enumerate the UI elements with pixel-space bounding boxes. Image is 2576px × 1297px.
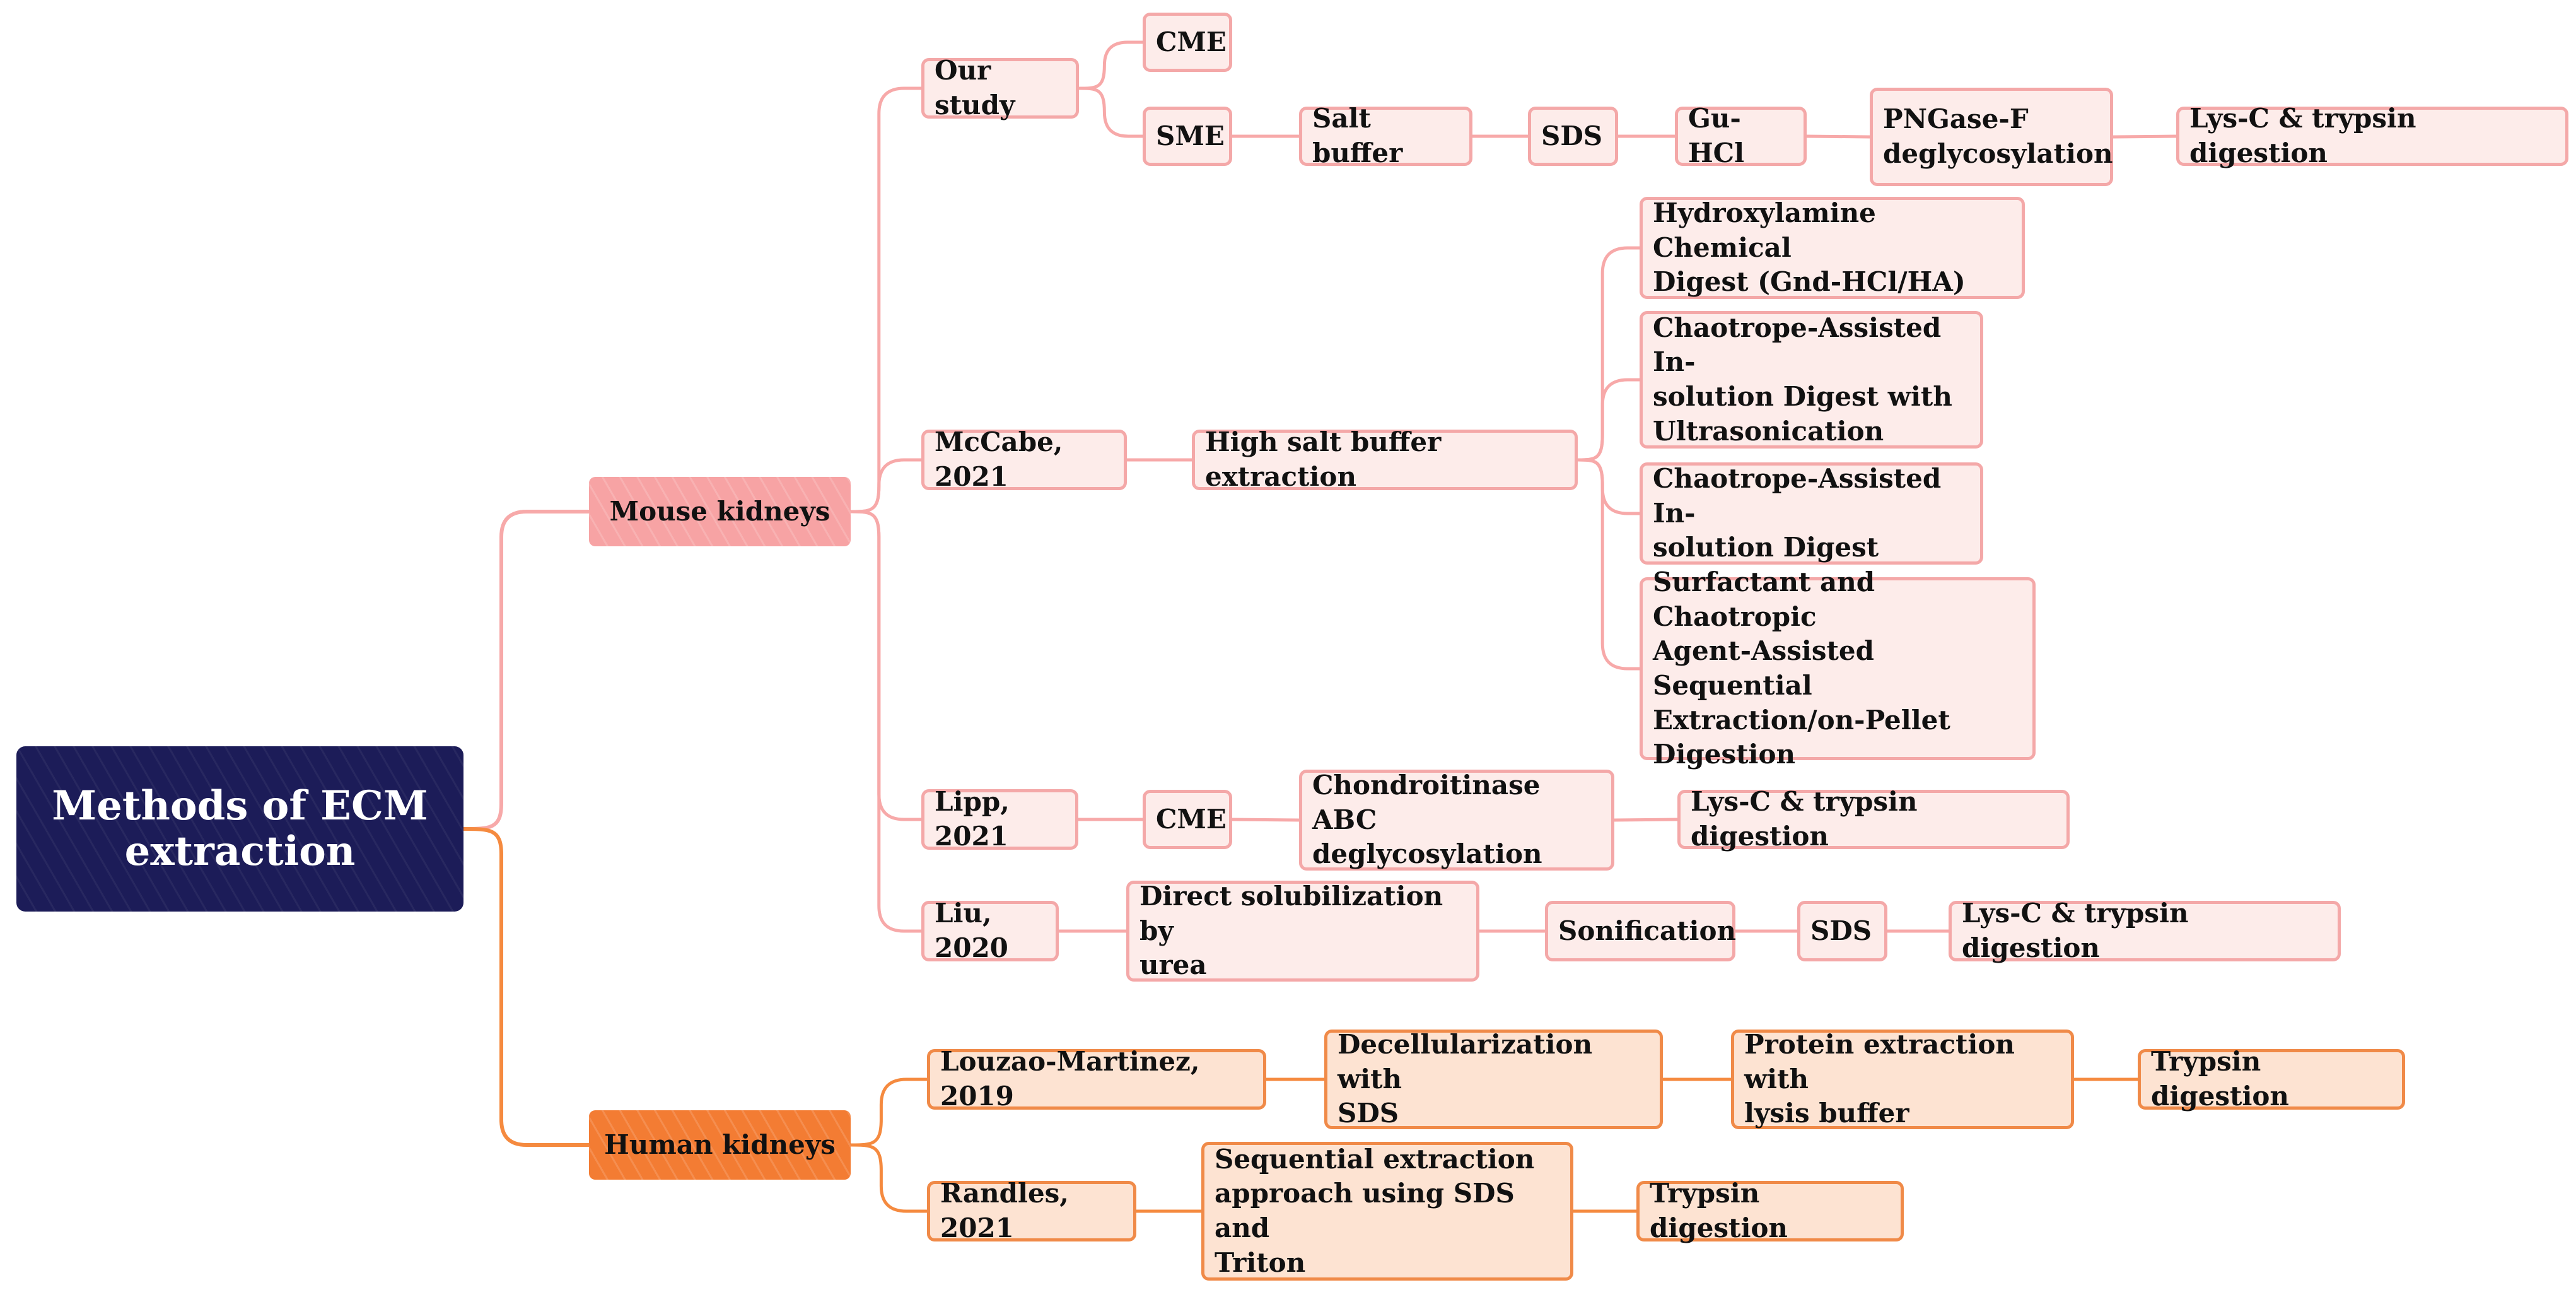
our-study-digestion-node: Lys-C & trypsin digestion [2176,103,2568,168]
protein-extraction-node: Protein extraction with lysis buffer [1731,1029,2074,1129]
mccabe-node: McCabe, 2021 [921,426,1127,492]
connector-our-study-node-to-our-study-cme-node [1077,40,1145,90]
root-node: Methods of ECM extraction [16,746,463,912]
randles-trypsin-node: Trypsin digestion [1636,1178,1904,1243]
our-study-salt-buffer-node: Salt buffer [1299,103,1472,168]
connector-high-salt-buffer-node-to-hydroxylamine-node [1576,246,1641,462]
connector-high-salt-buffer-node-to-chaotrope-ultrasonication-node [1576,378,1641,462]
our-study-sme-node: SME [1143,107,1232,166]
connector-high-salt-buffer-node-to-surfactant-chaotropic-node [1576,458,1641,671]
connector-mouse-kidneys-node-to-liu-node [849,510,923,933]
chaotrope-ultrasonication-node: Chaotrope-Assisted In- solution Digest w… [1640,311,1983,449]
connector-root-node-to-human-kidneys-node [462,827,591,1147]
our-study-sds-node: SDS [1528,107,1618,166]
mouse-kidneys-node: Mouse kidneys [589,477,851,546]
decellularization-node: Decellularization with SDS [1324,1029,1663,1129]
our-study-cme-node: CME [1143,13,1232,72]
sequential-extraction-node: Sequential extraction approach using SDS… [1201,1142,1573,1281]
connector-mouse-kidneys-node-to-our-study-node [849,86,923,514]
surfactant-chaotropic-node: Surfactant and Chaotropic Agent-Assisted… [1640,566,2036,770]
liu-node: Liu, 2020 [921,898,1059,963]
human-kidneys-node: Human kidneys [589,1110,851,1180]
connector-high-salt-buffer-node-to-chaotrope-in-solution-node [1576,458,1641,515]
lipp-node: Lipp, 2021 [921,786,1078,852]
louzao-martinez-node: Louzao-Martinez, 2019 [927,1046,1266,1112]
chondroitinase-node: Chondroitinase ABC deglycosylation [1299,770,1614,871]
connector-mouse-kidneys-node-to-lipp-node [849,510,923,821]
lipp-cme-node: CME [1143,790,1232,849]
sonification-node: Sonification [1545,901,1736,961]
connector-our-study-guhcl-node-to-pngase-f-node [1805,134,1872,139]
connector-mouse-kidneys-node-to-mccabe-node [849,458,923,514]
connector-human-kidneys-node-to-louzao-martinez-node [849,1077,929,1147]
connector-pngase-f-node-to-our-study-digestion-node [2111,134,2178,139]
louzao-trypsin-node: Trypsin digestion [2138,1046,2405,1112]
connector-lipp-cme-node-to-chondroitinase-node [1230,818,1301,822]
connector-root-node-to-mouse-kidneys-node [462,510,591,831]
connector-our-study-node-to-our-study-sme-node [1077,86,1145,138]
liu-digestion-node: Lys-C & trypsin digestion [1949,898,2341,963]
connector-chondroitinase-node-to-lipp-digestion-node [1612,818,1679,822]
hydroxylamine-node: Hydroxylamine Chemical Digest (Gnd-HCl/H… [1640,197,2025,299]
randles-node: Randles, 2021 [927,1178,1136,1243]
lipp-digestion-node: Lys-C & trypsin digestion [1677,786,2070,852]
our-study-guhcl-node: Gu-HCl [1675,103,1807,168]
urea-solubilization-node: Direct solubilization by urea [1126,881,1479,982]
high-salt-buffer-node: High salt buffer extraction [1192,426,1578,492]
pngase-f-node: PNGase-F deglycosylation [1870,88,2113,186]
our-study-node: Our study [921,55,1079,120]
liu-sds-node: SDS [1797,901,1887,961]
chaotrope-in-solution-node: Chaotrope-Assisted In- solution Digest [1640,462,1983,565]
connector-human-kidneys-node-to-randles-node [849,1143,929,1213]
